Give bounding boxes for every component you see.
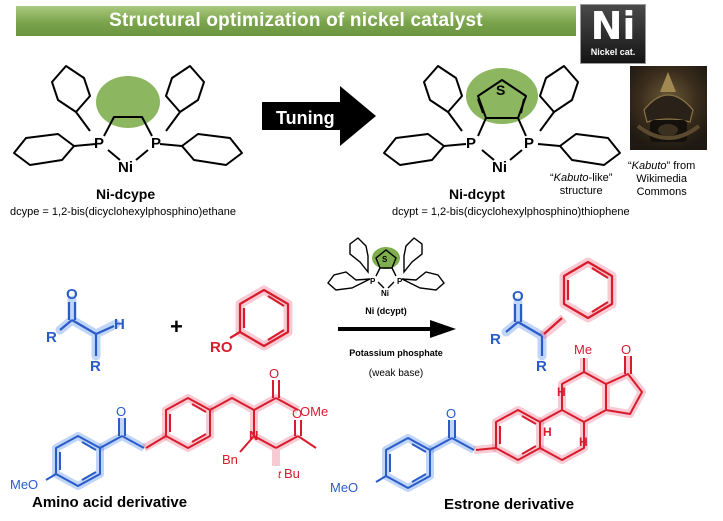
kabuto-like-note: “Kabuto-like” structure (550, 172, 612, 198)
photo-credit-line3: Commons (636, 186, 687, 198)
atom-s: S (382, 255, 388, 264)
catalyst-label: Ni (dcypt) (365, 306, 407, 316)
atom-n: N (249, 428, 258, 443)
atom-p: P (524, 135, 534, 152)
atom-s: S (496, 82, 505, 98)
aryl-ether-group: RO (210, 339, 233, 356)
atom-h: H (579, 435, 588, 449)
atom-o: O (116, 404, 126, 419)
tuning-arrow (262, 86, 376, 146)
atom-h: H (557, 385, 566, 399)
kabuto-helmet-image (630, 66, 707, 150)
atom-p: P (94, 135, 104, 152)
atom-p: P (397, 277, 403, 286)
atom-h: H (543, 425, 552, 439)
kabuto-like-line2: structure (559, 185, 603, 197)
photo-credit-note: “Kabuto” from Wikimedia Commons (628, 160, 695, 199)
ketone-reactant (55, 295, 121, 361)
ni-dcype-structure (13, 65, 243, 166)
benzyl-label: Bn (222, 452, 238, 467)
tuning-label: Tuning (276, 108, 335, 128)
page-title: Structural optimization of nickel cataly… (109, 10, 483, 31)
kabuto-word: Kabuto (631, 160, 667, 172)
amino-acid-derivative-label: Amino acid derivative (32, 494, 188, 511)
atom-o: O (269, 366, 279, 381)
arylation-product (501, 257, 617, 361)
dcypt-definition: dcypt = 1,2-bis(dicyclohexylphosphino)th… (392, 206, 630, 218)
atom-ni: Ni (381, 289, 389, 298)
kabuto-like-line1: “Kabuto-like” (550, 172, 613, 184)
atom-o: O (66, 286, 78, 303)
tert-butyl-prefix: t (278, 469, 282, 481)
estrone-derivative-label: Estrone derivative (444, 496, 575, 513)
photo-credit-line1: “Kabuto” from (628, 160, 696, 172)
atom-o: O (292, 406, 302, 421)
atom-ni: Ni (118, 159, 133, 176)
backbone-highlight (96, 76, 160, 128)
dcype-definition: dcype = 1,2-bis(dicyclohexylphosphino)et… (10, 206, 236, 218)
kabuto-word: Kabuto (553, 172, 589, 184)
ni-dcype-name: Ni-dcype (96, 186, 156, 202)
atom-p: P (370, 277, 376, 286)
plus-sign: + (170, 314, 183, 339)
ni-dcypt-structure (383, 65, 621, 166)
title-banner: Structural optimization of nickel cataly… (16, 6, 576, 36)
base-note: (weak base) (369, 368, 423, 379)
atom-r: R (490, 331, 501, 348)
methyl-ester-label: OMe (300, 404, 328, 419)
reaction-arrow (338, 320, 456, 338)
nickel-logo: Ni Nickel cat. (580, 4, 646, 64)
atom-p: P (466, 135, 476, 152)
photo-credit-line2: Wikimedia (636, 173, 687, 185)
atom-p: P (151, 135, 161, 152)
atom-o: O (512, 288, 524, 305)
atom-r: R (536, 358, 547, 375)
tert-butyl-label: Bu (284, 466, 300, 481)
estrone-derivative-structure (375, 356, 646, 492)
catalyst-small-structure (327, 237, 445, 291)
nickel-caption: Nickel cat. (590, 47, 636, 57)
aryl-ether-reactant (229, 285, 293, 351)
atom-o: O (621, 342, 631, 357)
atom-r: R (90, 358, 101, 375)
nickel-symbol: Ni (590, 4, 636, 48)
ni-dcypt-name: Ni-dcypt (449, 186, 505, 202)
atom-r: R (46, 329, 57, 346)
methoxy-label: MeO (330, 480, 358, 495)
atom-o: O (446, 406, 456, 421)
atom-ni: Ni (492, 159, 507, 176)
kabuto-like-suffix: -like” (588, 172, 613, 184)
methyl-label: Me (574, 342, 592, 357)
amino-acid-derivative-structure (45, 380, 317, 490)
methoxy-label: MeO (10, 477, 38, 492)
photo-credit-suffix: ” from (666, 160, 696, 172)
atom-h: H (114, 316, 125, 333)
base-label: Potassium phosphate (349, 348, 443, 358)
